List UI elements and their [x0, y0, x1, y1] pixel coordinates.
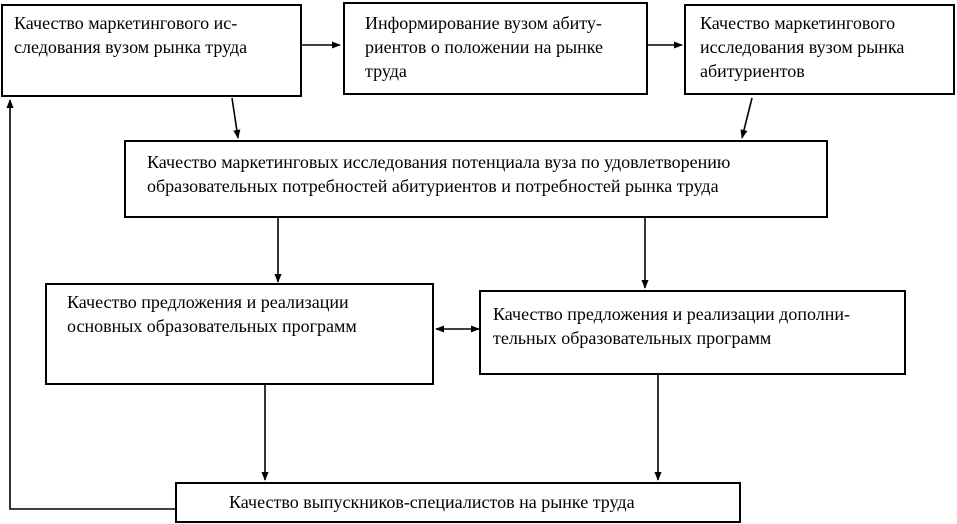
informing-applicants-line-1: Информирование вузом абиту- [365, 13, 602, 33]
graduates-quality-line-1: Качество выпускников-специалистов на рын… [229, 492, 635, 512]
labor-market-research-box: Качество маркетингового ис- следования в… [1, 4, 302, 97]
applicant-market-research-line-3: абитуриентов [700, 61, 805, 81]
applicant-market-research-line-1: Качество маркетингового [700, 13, 896, 33]
feedback-graduates-to-labor-research [6, 99, 175, 510]
labor-market-research-line-2: следования вузом рынка труда [14, 37, 248, 57]
arrow-labor-to-potential [231, 97, 241, 139]
main-programs-line-2: основных образовательных программ [67, 316, 357, 336]
potential-research-line-1: Качество маркетинговых исследования поте… [147, 152, 731, 172]
informing-applicants-box: Информирование вузом абиту- риентов о по… [343, 2, 648, 95]
applicant-market-research-line-2: исследования вузом рынка [700, 37, 905, 57]
labor-market-research-line-1: Качество маркетингового ис- [14, 13, 238, 33]
applicant-market-research-box: Качество маркетингового исследования вуз… [684, 4, 955, 95]
informing-applicants-line-3: труда [365, 61, 407, 81]
additional-programs-line-1: Качество предложения и реализации дополн… [493, 304, 850, 324]
potential-research-line-2: образовательных потребностей абитуриенто… [147, 176, 719, 196]
main-programs-box: Качество предложения и реализации основн… [45, 283, 434, 385]
additional-programs-line-2: тельных образовательных программ [493, 328, 772, 348]
graduates-quality-box: Качество выпускников-специалистов на рын… [175, 482, 741, 523]
arrow-applicant-research-to-potential [740, 97, 753, 139]
informing-applicants-line-2: риентов о положении на рынке [365, 37, 604, 57]
main-programs-line-1: Качество предложения и реализации [67, 292, 349, 312]
potential-research-box: Качество маркетинговых исследования поте… [124, 140, 828, 218]
additional-programs-box: Качество предложения и реализации дополн… [479, 290, 906, 375]
